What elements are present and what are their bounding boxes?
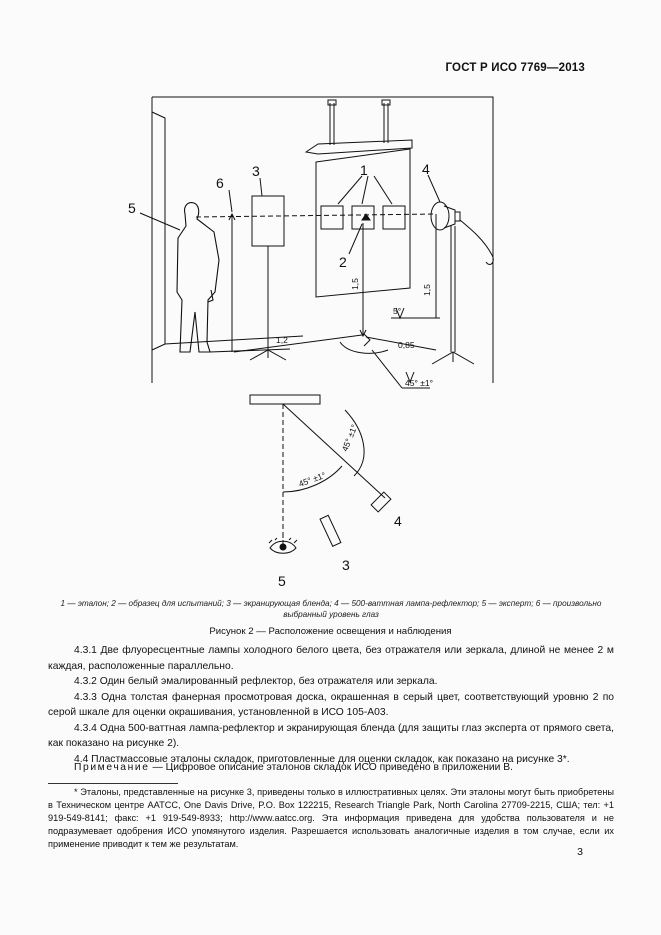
callout-6: 6 bbox=[216, 175, 224, 191]
paragraph-4-4: 4.4 Пластмассовые эталоны складок, приго… bbox=[74, 753, 570, 765]
dim-1-5-lamp: 1,5 bbox=[422, 284, 432, 296]
shield-screen bbox=[251, 195, 285, 247]
standard-header: ГОСТ Р ИСО 7769—2013 bbox=[445, 62, 585, 74]
callout-5-plan: 5 bbox=[278, 573, 286, 589]
figure-legend: 1 — эталон; 2 — образец для испытаний; 3… bbox=[60, 599, 602, 619]
reflector-lamp-icon bbox=[430, 201, 494, 365]
dim-5-deg: 5° bbox=[393, 306, 401, 316]
callout-3: 3 bbox=[252, 163, 260, 179]
fluorescent-lamp-icon bbox=[304, 99, 413, 155]
paragraph-4-3-1: 4.3.1 Две флуоресцентные лампы холодного… bbox=[48, 645, 614, 672]
room-corner bbox=[151, 111, 166, 351]
figure-caption: Рисунок 2 — Расположение освещения и наб… bbox=[209, 626, 452, 637]
body-text: 4.3.1 Две флуоресцентные лампы холодного… bbox=[48, 643, 614, 767]
note: Примечание — Цифровое описание эталонов … bbox=[48, 762, 614, 773]
dim-45-arc: 45° ±1° bbox=[340, 423, 360, 453]
dim-1-5-board: 1,5 bbox=[350, 278, 360, 290]
dim-45-floor: 45° ±1° bbox=[405, 378, 433, 388]
floor-baseline bbox=[209, 348, 291, 353]
room-back-wall bbox=[152, 96, 494, 383]
plan-shield bbox=[319, 514, 342, 547]
paragraph-4-3-2: 4.3.2 Один белый эмалированный рефлектор… bbox=[74, 676, 438, 687]
footnote-rule bbox=[48, 783, 178, 784]
reference-sample-right bbox=[382, 205, 406, 230]
callout-5: 5 bbox=[128, 200, 136, 216]
lighting-arrangement-figure: 1 2 3 4 5 6 4 3 5 1,5 1,5 5° 1,2 0,85 45… bbox=[128, 96, 494, 589]
viewing-board bbox=[315, 148, 411, 298]
callout-4: 4 bbox=[422, 161, 430, 177]
callout-1: 1 bbox=[360, 162, 368, 178]
plan-lamp bbox=[370, 491, 392, 513]
paragraph-4-3-3: 4.3.3 Одна толстая фанерная просмотровая… bbox=[48, 691, 614, 719]
callout-2: 2 bbox=[339, 254, 347, 270]
callout-4-plan: 4 bbox=[394, 513, 402, 529]
room-floor-line bbox=[164, 335, 304, 345]
footnote: * Эталоны, представленные на рисунке 3, … bbox=[48, 787, 614, 849]
page-number: 3 bbox=[577, 846, 583, 858]
plan-board bbox=[249, 394, 321, 405]
observer-figure bbox=[176, 202, 220, 353]
paragraph-4-3-4: 4.3.4 Одна 500-ваттная лампа-рефлектор и… bbox=[48, 722, 614, 750]
eye-icon bbox=[268, 536, 298, 554]
dim-0-85: 0,85 bbox=[398, 340, 415, 350]
test-sample-marker bbox=[361, 213, 371, 221]
note-text: — Цифровое описание эталонов складок ИСО… bbox=[149, 762, 514, 773]
callout-3-plan: 3 bbox=[342, 557, 350, 573]
note-label: Примечание bbox=[74, 762, 150, 773]
angle-arc bbox=[344, 409, 365, 477]
dim-1-2: 1,2 bbox=[276, 335, 288, 345]
reference-sample-left bbox=[320, 205, 344, 230]
